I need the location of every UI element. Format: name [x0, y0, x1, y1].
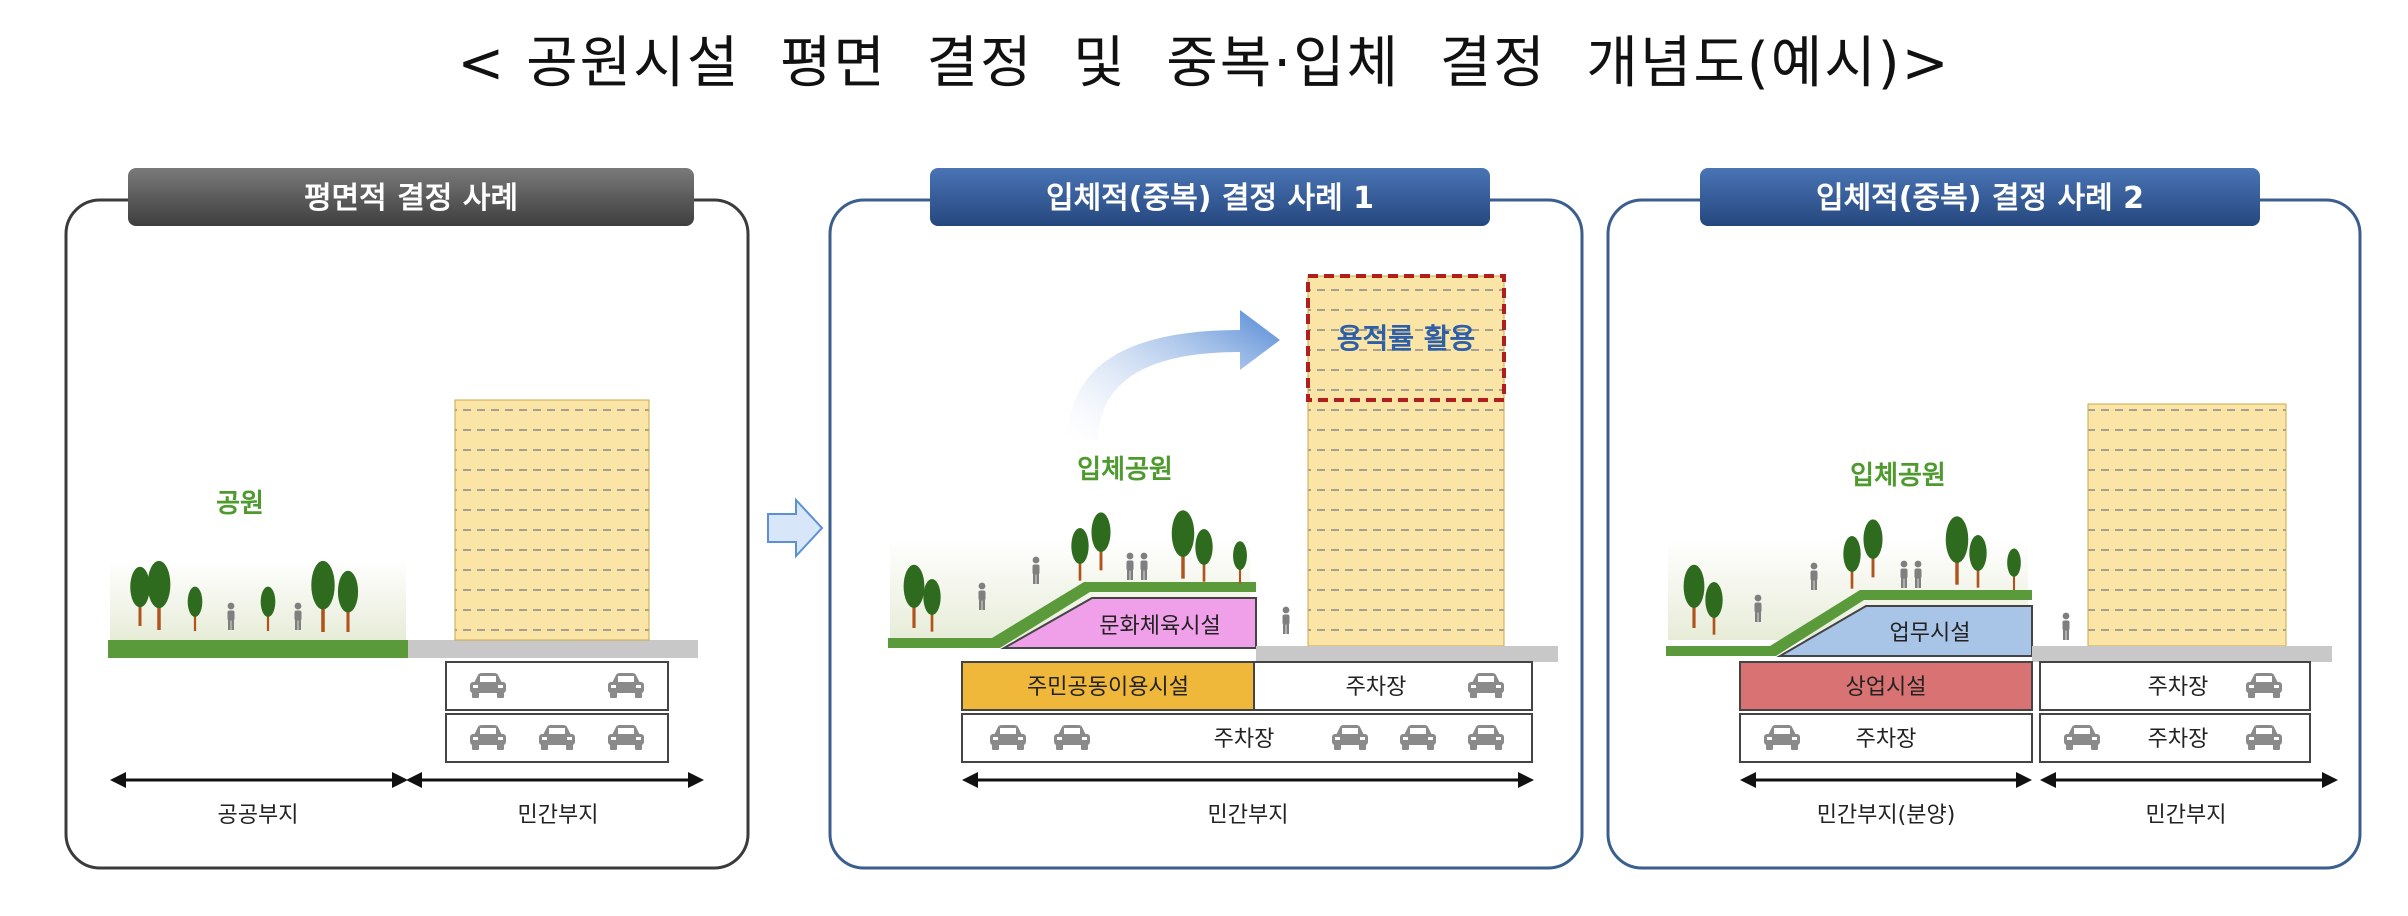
site-label-public: 공공부지 [218, 803, 299, 828]
commercial-facility-label: 상업시설 [1846, 675, 1927, 700]
panel-vertical-case-1: 입체적(중복) 결정 사례 1 입체공원 용적률 활용 문화체육시설 [828, 168, 1584, 870]
office-facility-label: 업무시설 [1890, 621, 1971, 646]
site-label-private: 민간부지 [2146, 803, 2227, 828]
parking-label: 주차장 [2148, 675, 2209, 700]
panel-vertical-case-2: 입체적(중복) 결정 사례 2 입체공원 업무시설 상업시설 주차장 [1606, 168, 2362, 870]
community-facility-label: 주민공동이용시설 [1027, 675, 1189, 700]
private-ground [2032, 646, 2332, 662]
double-arrow-icon [1740, 772, 2338, 788]
site-label-private: 민간부지 [518, 803, 599, 828]
panel-heading: 평면적 결정 사례 [304, 181, 518, 216]
park-label: 입체공원 [1850, 461, 1946, 491]
panel-heading: 입체적(중복) 결정 사례 2 [1816, 181, 2144, 216]
panel-header [930, 168, 1490, 226]
culture-facility [1000, 597, 1257, 649]
parking-label: 주차장 [1214, 727, 1275, 752]
private-ground [1256, 646, 1558, 662]
office-facility [1776, 605, 2033, 657]
parking-label: 주차장 [1346, 675, 1407, 700]
double-arrow-icon [110, 772, 704, 788]
page-title: < 공원시설 평면 결정 및 중복·입체 결정 개념도(예시)> [457, 31, 1951, 96]
building [2087, 403, 2287, 647]
site-label-private-sale: 민간부지(분양) [1817, 803, 1956, 828]
panel-heading: 입체적(중복) 결정 사례 1 [1046, 181, 1374, 216]
parking-label: 주차장 [1856, 727, 1917, 752]
park-slope [888, 582, 1256, 648]
right-arrow-icon [767, 497, 824, 559]
panel-planar: 평면적 결정 사례 공원 [64, 168, 750, 870]
commercial-facility [1739, 661, 2033, 711]
double-arrow-icon [962, 772, 1534, 788]
community-facility [961, 661, 1255, 711]
site-label-private: 민간부지 [1208, 803, 1289, 828]
building [1307, 275, 1505, 647]
park-label: 입체공원 [1077, 455, 1173, 485]
private-ground [408, 640, 698, 658]
far-zone [1306, 274, 1506, 402]
panel-header [128, 168, 694, 226]
far-label: 용적률 활용 [1337, 322, 1476, 355]
park-ground [108, 640, 408, 658]
curved-arrow-icon [1068, 310, 1280, 440]
park-label: 공원 [216, 489, 264, 519]
culture-facility-label: 문화체육시설 [1099, 614, 1220, 639]
building [454, 399, 650, 641]
parking-label: 주차장 [2148, 727, 2209, 752]
panel-header [1700, 168, 2260, 226]
park-slope [1666, 590, 2032, 656]
